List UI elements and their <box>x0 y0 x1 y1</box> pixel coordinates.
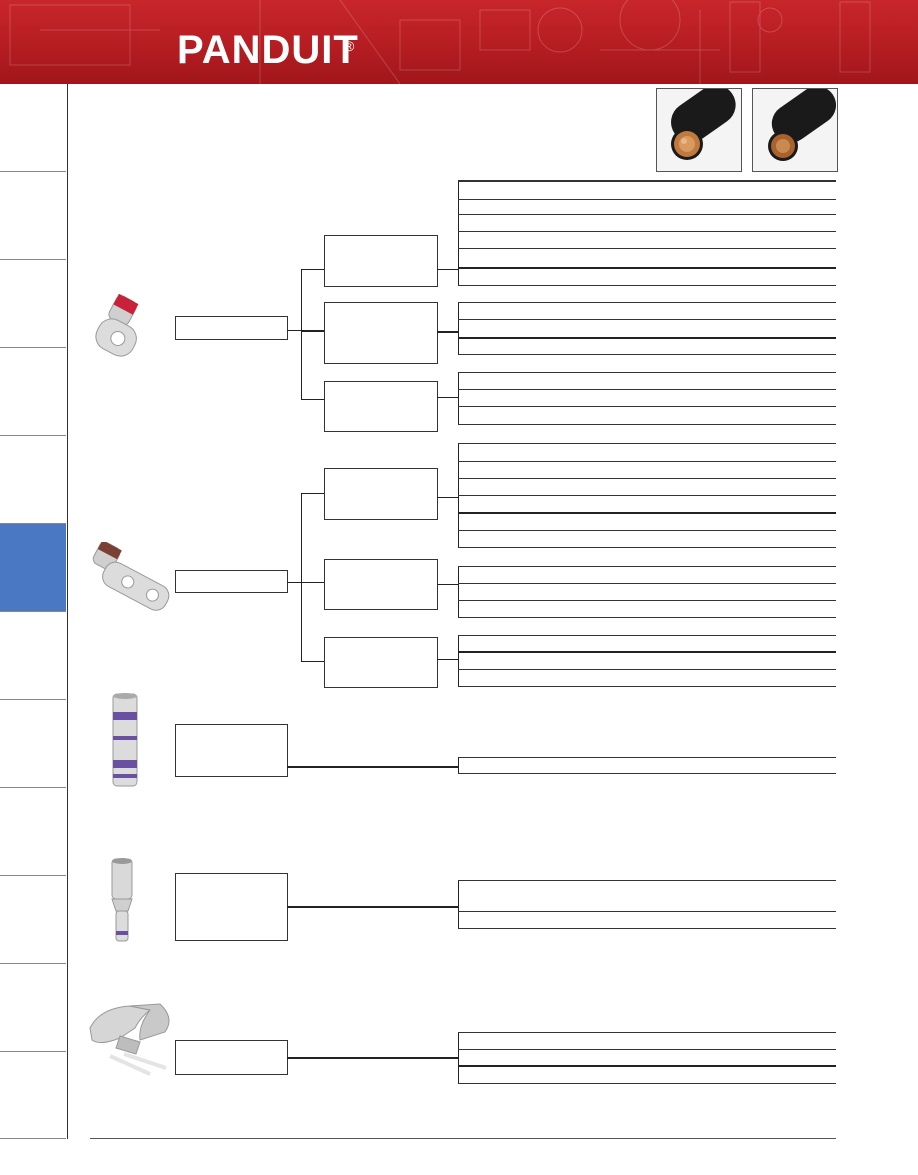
header-banner: PANDUIT ® <box>0 0 918 84</box>
cable-photo-1 <box>656 84 742 172</box>
spec-row <box>458 601 836 618</box>
subcategory-box-1b <box>324 302 438 364</box>
product-box-2 <box>175 570 288 593</box>
splice-icon <box>112 693 138 787</box>
connector-line <box>458 635 459 687</box>
product-box-5 <box>175 1040 288 1075</box>
connector-line <box>458 566 459 618</box>
spec-row <box>458 302 836 320</box>
spec-row <box>458 461 836 479</box>
subcategory-box-2b <box>324 559 438 610</box>
spec-row <box>458 339 836 355</box>
c-tap-icon <box>89 1003 170 1076</box>
spec-row <box>458 443 836 462</box>
spec-row <box>458 670 836 687</box>
connector-line <box>437 331 459 333</box>
copper-cable-icon <box>768 86 837 161</box>
connector-line <box>301 399 325 400</box>
cable-photo-2 <box>752 86 838 172</box>
sidebar-tab-8[interactable] <box>0 700 66 788</box>
connector-line <box>301 493 325 494</box>
connector-line <box>458 880 459 929</box>
sidebar-tab-6-active[interactable] <box>0 524 66 612</box>
spec-row <box>458 496 836 514</box>
subcategory-box-2a <box>324 468 438 520</box>
connector-line <box>301 269 302 400</box>
spec-row <box>458 514 836 531</box>
connector-line <box>437 497 459 498</box>
subcategory-box-1c <box>324 381 438 432</box>
spec-row <box>458 479 836 496</box>
sidebar-tab-5[interactable] <box>0 436 66 524</box>
spec-row <box>458 389 836 407</box>
connector-line <box>458 1032 459 1084</box>
connector-line <box>437 659 459 660</box>
connector-line <box>287 766 459 768</box>
technical-drawing-background <box>9 0 871 84</box>
spec-row <box>458 566 836 584</box>
sidebar-tab-1[interactable] <box>0 84 66 172</box>
connector-line <box>458 302 459 355</box>
sidebar-tab-9[interactable] <box>0 788 66 876</box>
connector-line <box>437 269 459 270</box>
spec-row <box>458 319 836 339</box>
sidebar-tab-10[interactable] <box>0 876 66 964</box>
connector-line <box>301 269 325 270</box>
spec-row <box>458 269 836 286</box>
one-hole-lug-icon <box>95 293 139 357</box>
footer-rule <box>90 1138 836 1139</box>
spec-row <box>458 653 836 670</box>
connector-line <box>301 582 325 583</box>
registered-mark: ® <box>344 38 355 54</box>
spec-row <box>458 1067 836 1084</box>
spec-row <box>458 635 836 653</box>
spec-row <box>458 757 836 774</box>
spec-row <box>458 1049 836 1067</box>
sidebar-tab-2[interactable] <box>0 172 66 260</box>
subcategory-box-2c <box>324 637 438 688</box>
product-box-4 <box>175 873 288 941</box>
spec-row <box>458 180 836 200</box>
sidebar-tab-3[interactable] <box>0 260 66 348</box>
connector-line <box>437 397 459 398</box>
spec-row <box>458 583 836 601</box>
sidebar-tab-7[interactable] <box>0 612 66 700</box>
spec-row <box>458 911 836 929</box>
spec-row <box>458 1032 836 1050</box>
product-box-3 <box>175 724 288 777</box>
subcategory-box-1a <box>324 235 438 287</box>
connector-line <box>301 661 325 662</box>
sidebar-tab-11[interactable] <box>0 964 66 1052</box>
spec-row <box>458 215 836 232</box>
panduit-logo[interactable]: PANDUIT <box>177 28 359 72</box>
connector-line <box>437 584 459 585</box>
connector-line <box>301 330 325 332</box>
spec-row <box>458 407 836 425</box>
connector-line <box>301 493 302 661</box>
spec-row <box>458 232 836 249</box>
two-hole-lug-icon <box>92 542 170 611</box>
connector-line <box>458 180 459 286</box>
spec-row <box>458 372 836 390</box>
spec-row <box>458 880 836 912</box>
connector-line <box>458 372 459 425</box>
connector-line <box>287 582 302 583</box>
sidebar-tab-12[interactable] <box>0 1052 66 1139</box>
product-box-1 <box>175 316 288 340</box>
spec-row <box>458 198 836 215</box>
connector-line <box>287 906 459 908</box>
spec-row <box>458 531 836 548</box>
sidebar-tab-4[interactable] <box>0 348 66 436</box>
connector-line <box>287 330 302 331</box>
spec-row <box>458 249 836 269</box>
reducer-icon <box>111 858 133 942</box>
section-sidebar <box>0 84 68 1139</box>
connector-line <box>287 1057 459 1059</box>
copper-cable-icon <box>671 84 736 160</box>
connector-line <box>458 757 459 773</box>
